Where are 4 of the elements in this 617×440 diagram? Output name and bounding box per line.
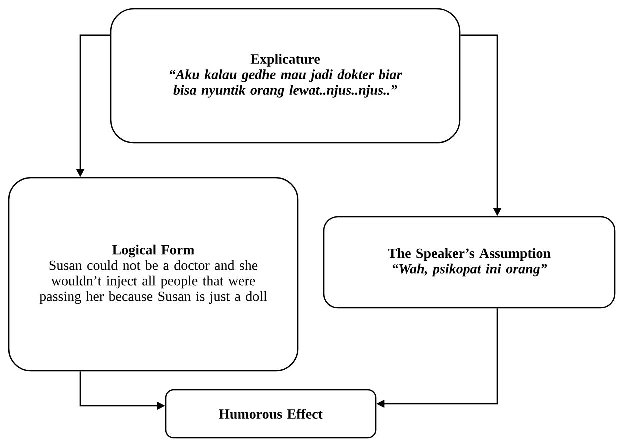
flow-box: Humorous Effect	[165, 389, 377, 439]
flow-box: Explicature “Aku kalau gedhe mau jadi dokter biar bisa nyuntik orang lewat..njus..njus..”	[110, 8, 461, 144]
flow-box: The Speaker’s Assumption “Wah, psikopat ini orang”	[323, 216, 616, 309]
flow-box: Logical Form Susan could not be a doctor and she wouldn’t inject all people that were passing her because Susan is just a doll	[8, 177, 299, 372]
